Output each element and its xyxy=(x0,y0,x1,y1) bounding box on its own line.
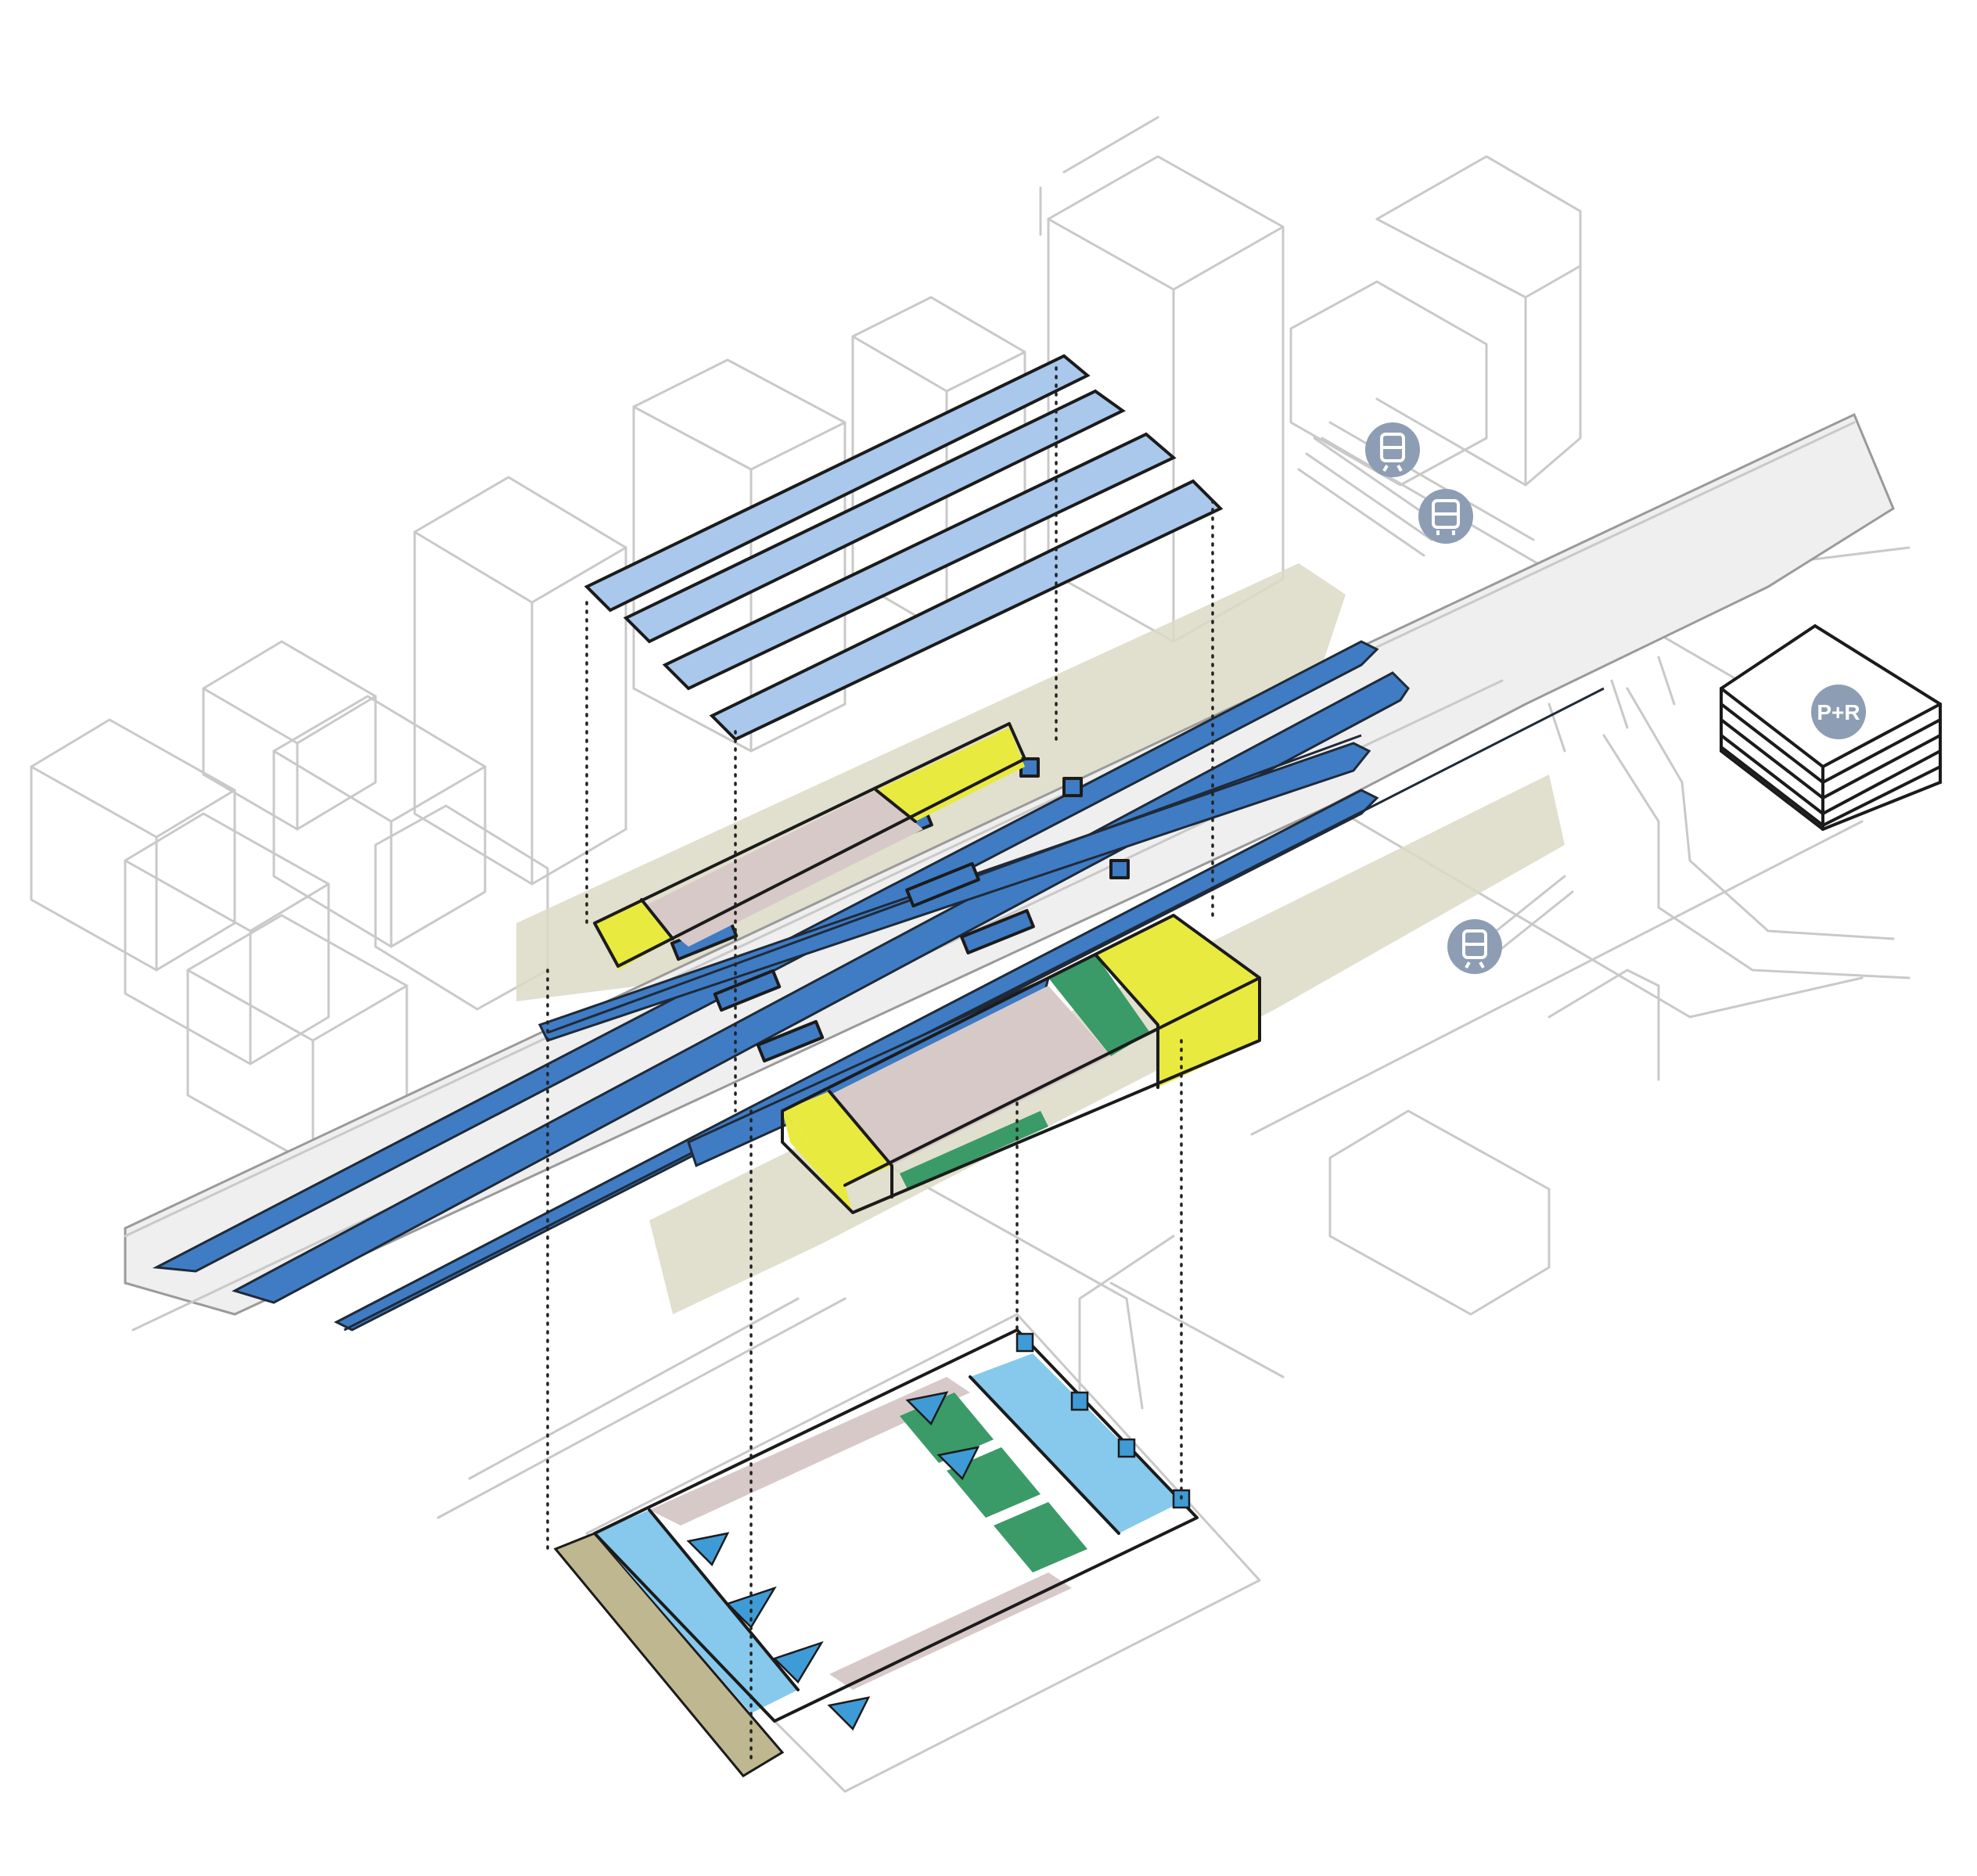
transit-icons xyxy=(1365,422,1502,974)
projection-lines xyxy=(546,366,1214,1762)
track-4 xyxy=(333,789,1379,1332)
tracks xyxy=(152,640,1605,1332)
south-station-building xyxy=(781,914,1261,1214)
stairs xyxy=(686,1332,1191,1731)
parking-ride-icon: P+R xyxy=(1811,685,1866,739)
concourse-east-hall xyxy=(970,1353,1181,1533)
canopy-4 xyxy=(709,479,1224,742)
south-building-yellow-east-top xyxy=(1095,915,1260,1025)
canopy-2 xyxy=(623,389,1126,644)
north-building-yellow-east xyxy=(876,728,1025,821)
parking-garage: P+R xyxy=(1720,624,1942,832)
concourse-beige-edge xyxy=(553,1532,785,1777)
south-building-yellow-west-side xyxy=(782,1111,853,1213)
south-building-yellow-west-top xyxy=(782,1091,892,1185)
tram-icon xyxy=(1447,919,1502,974)
track-3 xyxy=(537,742,1371,1042)
bus-icon xyxy=(1418,489,1473,544)
south-building-yellow-east-side xyxy=(1158,978,1260,1087)
north-building-mauve xyxy=(642,790,923,947)
tram-icon xyxy=(1365,422,1420,477)
parking-label: P+R xyxy=(1817,700,1860,724)
canopy-1 xyxy=(584,354,1091,613)
north-building-yellow-west xyxy=(595,900,673,970)
north-station-building xyxy=(593,722,1026,970)
south-building-mauve xyxy=(829,986,1111,1166)
retail-unit-3 xyxy=(994,1502,1087,1572)
concourse-level xyxy=(553,1313,1261,1793)
concourse-north-wall xyxy=(649,1377,970,1526)
canopy-3 xyxy=(662,432,1177,691)
south-building-green-lower xyxy=(900,1111,1048,1189)
concourse-west-hall xyxy=(595,1510,798,1713)
south-building-green xyxy=(1048,954,1150,1056)
concourse-south-wall xyxy=(829,1572,1072,1690)
canopies xyxy=(584,354,1224,742)
